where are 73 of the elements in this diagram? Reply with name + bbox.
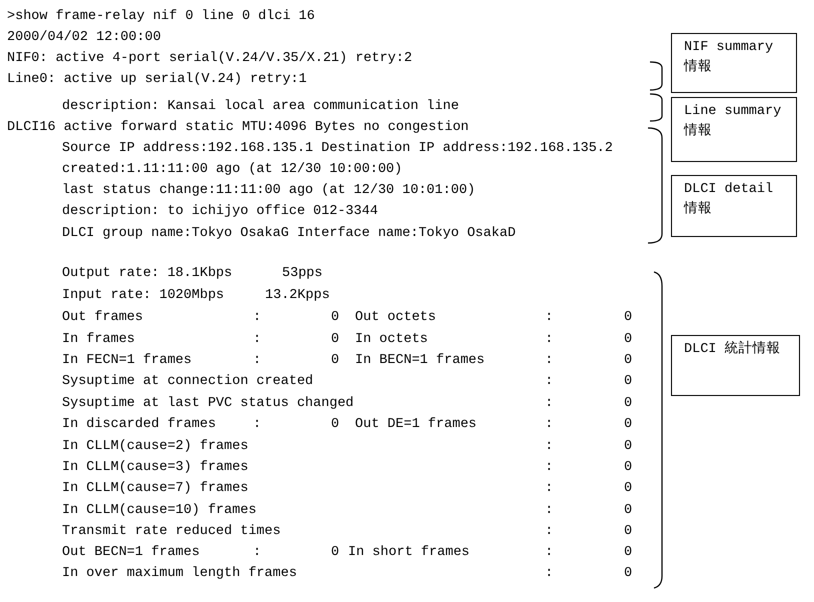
counter-name: In CLLM(cause=3) frames: [62, 459, 248, 477]
colon: :: [545, 565, 554, 583]
counter-value: 0: [331, 544, 340, 562]
colon: :: [253, 352, 262, 370]
colon: :: [545, 459, 554, 477]
terminal-output-line: 2000/04/02 12:00:00: [7, 29, 161, 47]
counter-name: In octets: [355, 331, 428, 349]
colon: :: [545, 544, 554, 562]
terminal-output-line: 53pps: [282, 265, 323, 283]
terminal-output-line: NIF0: active 4-port serial(V.24/V.35/X.21) retry:2: [7, 50, 412, 68]
counter-value: 0: [624, 523, 632, 541]
colon: :: [253, 331, 262, 349]
counter-value: 0: [624, 395, 632, 413]
terminal-output-line: Output rate: 18.1Kbps: [62, 265, 232, 283]
counter-name: Out octets: [355, 309, 436, 327]
terminal-output-line: DLCI group name:Tokyo OsakaG Interface name:Tokyo OsakaD: [62, 225, 516, 243]
colon: :: [253, 309, 262, 327]
colon: :: [545, 352, 554, 370]
counter-name: Out frames: [62, 309, 144, 327]
counter-name: In over maximum length frames: [62, 565, 297, 583]
counter-name: Sysuptime at connection created: [62, 373, 314, 391]
terminal-output-line: Line0: active up serial(V.24) retry:1: [7, 71, 307, 89]
counter-value: 0: [331, 331, 340, 349]
colon: :: [545, 438, 554, 456]
counter-name: In CLLM(cause=10) frames: [62, 502, 256, 520]
colon: :: [545, 395, 554, 413]
terminal-output-line: Source IP address:192.168.135.1 Destination IP address:192.168.135.2: [62, 140, 613, 158]
counter-name: In CLLM(cause=7) frames: [62, 480, 248, 498]
counter-value: 0: [331, 416, 340, 434]
counter-value: 0: [624, 480, 632, 498]
counter-name: Out DE=1 frames: [355, 416, 477, 434]
colon: :: [545, 416, 554, 434]
colon: :: [545, 523, 554, 541]
counter-value: 0: [331, 309, 340, 327]
counter-name: Out BECN=1 frames: [62, 544, 200, 562]
terminal-output-line: description: Kansai local area communication line: [62, 98, 459, 116]
colon: :: [545, 502, 554, 520]
annotation-box: DLCI 統計情報: [671, 335, 800, 396]
counter-name: In BECN=1 frames: [355, 352, 485, 370]
colon: :: [545, 309, 554, 327]
counter-name: Sysuptime at last PVC status changed: [62, 395, 354, 413]
counter-value: 0: [624, 502, 632, 520]
terminal-output-line: last status change:11:11:00 ago (at 12/30 10:01:00): [62, 182, 476, 200]
terminal-output-line: description: to ichijyo office 012-3344: [62, 203, 378, 221]
annotation-box: DLCI detail 情報: [671, 175, 797, 237]
annotation-box: NIF summary 情報: [671, 33, 797, 93]
colon: :: [253, 416, 262, 434]
counter-value: 0: [624, 373, 632, 391]
terminal-output-line: created:1.11:11:00 ago (at 12/30 10:00:00): [62, 161, 402, 179]
counter-value: 0: [624, 416, 632, 434]
terminal-output-line: >show frame-relay nif 0 line 0 dlci 16: [7, 8, 315, 26]
counter-name: In frames: [62, 331, 135, 349]
counter-value: 0: [624, 331, 632, 349]
colon: :: [253, 544, 262, 562]
counter-value: 0: [331, 352, 340, 370]
counter-name: In CLLM(cause=2) frames: [62, 438, 248, 456]
counter-value: 0: [624, 459, 632, 477]
terminal-output-line: Input rate: 1020Mbps: [62, 287, 224, 305]
counter-value: 0: [624, 565, 632, 583]
counter-value: 0: [624, 544, 632, 562]
counter-name: In discarded frames: [62, 416, 216, 434]
counter-value: 0: [624, 438, 632, 456]
terminal-output-line: 13.2Kpps: [265, 287, 330, 305]
counter-name: In FECN=1 frames: [62, 352, 192, 370]
colon: :: [545, 373, 554, 391]
terminal-output-line: DLCI16 active forward static MTU:4096 Bytes no congestion: [7, 119, 469, 137]
counter-name: In short frames: [348, 544, 470, 562]
annotation-box: Line summary 情報: [671, 97, 797, 162]
counter-value: 0: [624, 309, 632, 327]
counter-value: 0: [624, 352, 632, 370]
colon: :: [545, 331, 554, 349]
counter-name: Transmit rate reduced times: [62, 523, 281, 541]
colon: :: [545, 480, 554, 498]
